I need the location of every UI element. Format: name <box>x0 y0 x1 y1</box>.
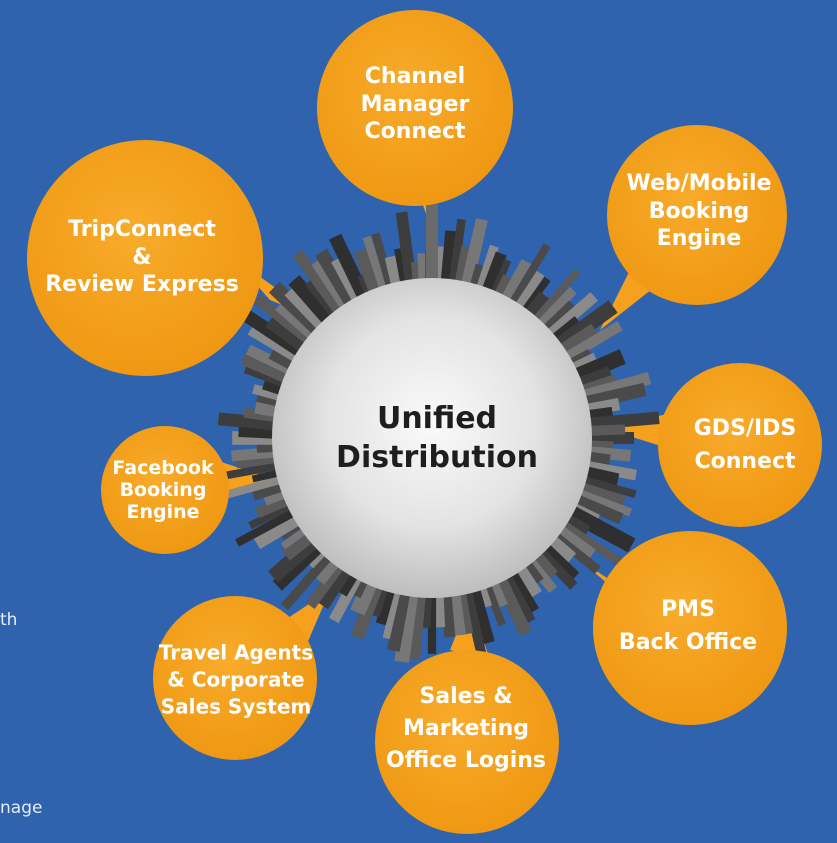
label-gds-ids: GDS/IDS Connect <box>694 412 797 478</box>
bubble-gds-ids <box>658 363 822 527</box>
label-line: & Corporate <box>167 667 305 692</box>
skyline-building <box>350 576 386 640</box>
skyline-building <box>532 286 577 333</box>
skyline-building <box>292 249 349 321</box>
skyline-building <box>558 320 623 366</box>
label-line: Web/Mobile <box>626 170 772 196</box>
skyline-building <box>240 308 311 361</box>
label-line: Facebook <box>112 457 214 480</box>
skyline-building <box>532 542 578 590</box>
bubble-web-mobile-booking <box>607 125 787 305</box>
skyline-building <box>541 292 598 344</box>
label-line: Back Office <box>618 630 758 655</box>
skyline-building <box>447 218 466 290</box>
skyline-building <box>581 424 626 437</box>
label-line: Travel Agents <box>158 640 314 665</box>
skyline-building <box>220 473 289 501</box>
label-tripconnect: TripConnect & Review Express <box>45 216 239 299</box>
skyline-building <box>248 499 299 530</box>
skyline-building <box>491 570 532 637</box>
skyline-building <box>505 564 539 613</box>
label-line: Connect <box>364 118 466 144</box>
label-line: Office Logins <box>385 747 547 773</box>
skyline-building <box>235 505 302 547</box>
skyline-building <box>328 233 374 306</box>
center-label: Unified Distribution <box>336 399 538 477</box>
skyline-building <box>560 502 636 553</box>
skyline-spire <box>426 175 438 295</box>
label-line: Manager <box>360 91 470 117</box>
bubble-travel-agents <box>153 596 317 760</box>
label-sales-marketing: Sales & Marketing Office Logins <box>386 681 546 777</box>
skyline-building <box>570 486 632 517</box>
label-line: PMS <box>661 597 715 622</box>
skyline-building <box>575 474 637 498</box>
label-facebook-booking: Facebook Booking Engine <box>112 457 214 524</box>
skyline-building <box>573 480 626 505</box>
bubble-channel-manager <box>317 10 513 206</box>
skyline-building <box>578 459 638 481</box>
label-line: Engine <box>656 225 742 251</box>
label-channel-manager: Channel Manager Connect <box>361 63 470 146</box>
skyline-building <box>459 218 488 294</box>
skyline-building <box>305 556 349 610</box>
label-line: TripConnect <box>68 216 216 242</box>
edge-text-fragment: th <box>0 610 18 630</box>
label-line: Engine <box>126 500 200 523</box>
skyline-building <box>497 258 533 309</box>
label-line: Booking <box>648 198 750 224</box>
skyline-building <box>225 460 286 480</box>
label-line: & <box>132 244 152 270</box>
skyline-building <box>245 344 300 378</box>
skyline-building <box>315 248 362 313</box>
skyline-building <box>474 244 499 297</box>
bubble-tripconnect <box>27 140 263 376</box>
skyline-building <box>362 235 390 297</box>
bubble-sales-marketing <box>375 650 559 834</box>
skyline-building <box>288 275 339 330</box>
skyline-building <box>252 508 307 550</box>
skyline-building <box>247 324 307 366</box>
bubble-pms-back-office <box>593 531 787 725</box>
skyline-building <box>427 588 437 654</box>
skyline-building <box>387 584 412 652</box>
label-line: Marketing <box>402 716 530 742</box>
edge-text-fragment: nage <box>0 798 43 818</box>
skyline-building <box>505 243 551 312</box>
skyline-building <box>382 583 403 640</box>
label-travel-agents: Travel Agents & Corporate Sales System <box>159 640 313 721</box>
skyline-building <box>253 294 319 349</box>
label-web-mobile-booking: Web/Mobile Booking Engine <box>627 170 772 253</box>
label-line: Sales & <box>419 684 513 710</box>
skyline-building <box>481 577 506 627</box>
bubble-facebook-booking <box>101 426 229 554</box>
skyline-building <box>304 279 342 324</box>
label-line: GDS/IDS <box>693 416 797 441</box>
skyline-building <box>527 268 581 328</box>
skyline-building <box>240 350 298 386</box>
label-line: Review Express <box>45 271 239 297</box>
skyline-building <box>567 491 624 525</box>
center-globe <box>272 278 592 598</box>
label-line: Connect <box>694 449 796 474</box>
skyline-building <box>280 547 337 611</box>
center-line-1: Unified <box>376 401 498 436</box>
skyline-building <box>537 538 580 580</box>
label-line: Channel <box>364 63 466 89</box>
bubbles <box>27 10 822 834</box>
label-line: Booking <box>119 479 207 502</box>
label-line: Sales System <box>160 694 312 719</box>
skyline-building <box>554 516 625 567</box>
center-line-2: Distribution <box>336 440 538 475</box>
skyline-building <box>353 247 387 301</box>
label-pms-back-office: PMS Back Office <box>619 593 757 659</box>
